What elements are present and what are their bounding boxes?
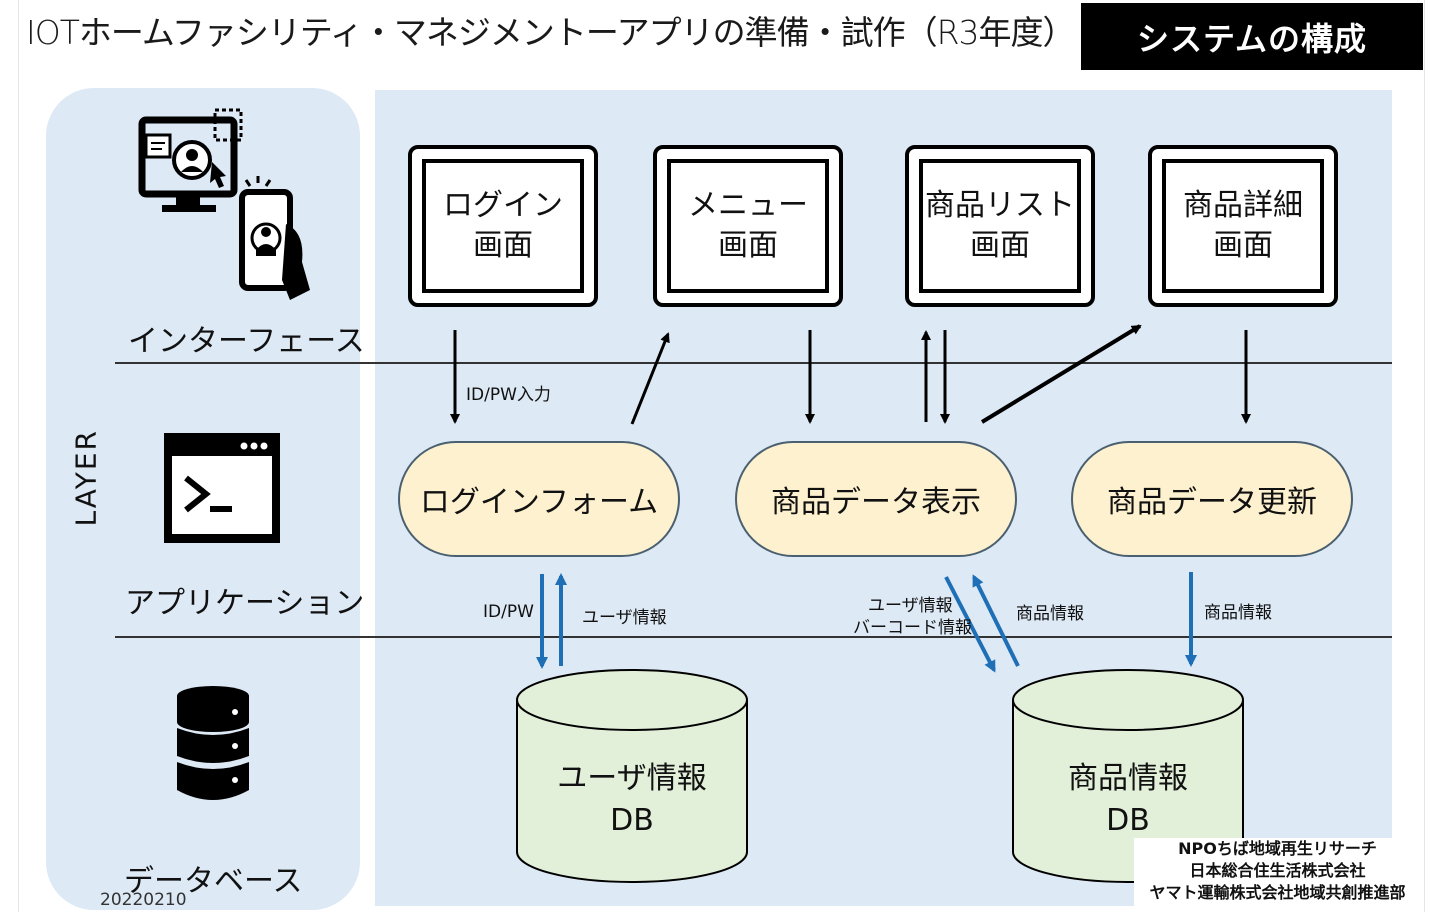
user-db-label: ユーザ情報 DB: [557, 761, 707, 838]
menu-screen: メニュー 画面: [653, 145, 843, 307]
label-barcode-info: バーコード情報: [853, 618, 972, 638]
label-user-info: ユーザ情報: [582, 608, 667, 628]
slide-title: IOTホームファシリティ・マネジメントーアプリの準備・試作（R3年度）: [26, 13, 1076, 52]
credits-box: NPOちば地域再生リサーチ 日本総合住生活株式会社 ヤマト運輸株式会社地域共創推…: [1134, 838, 1421, 910]
product-list-screen: 商品リスト 画面: [905, 145, 1095, 307]
layer-divider-bottom: [115, 636, 1392, 638]
login-form-app: ログインフォーム: [398, 441, 680, 557]
slide-frame: [18, 0, 1425, 912]
arrow-form-to-menu: [630, 332, 670, 425]
section-badge: システムの構成: [1081, 3, 1423, 70]
label-user-info-2: ユーザ情報: [868, 596, 953, 616]
login-screen-label: ログイン 画面: [422, 159, 584, 293]
product-detail-screen: 商品詳細 画面: [1148, 145, 1338, 307]
layer-label-application: アプリケーション: [125, 586, 365, 621]
login-screen: ログイン 画面: [408, 145, 598, 307]
arrow-display-to-detail: [980, 324, 1142, 424]
product-detail-screen-label: 商品詳細 画面: [1162, 159, 1324, 293]
product-display-app: 商品データ表示: [735, 441, 1017, 557]
menu-screen-label: メニュー 画面: [667, 159, 829, 293]
layer-label-database: データベース: [124, 864, 303, 899]
user-db-cylinder: [516, 669, 748, 883]
label-product-info-a: 商品情報: [1016, 604, 1084, 624]
label-id-pw: ID/PW: [483, 602, 534, 622]
interface-devices-icon: [138, 108, 310, 300]
arrow-display-to-product-db: [944, 576, 996, 673]
date-stamp: 20220210: [100, 890, 187, 910]
layer-label-interface: インターフェース: [128, 324, 365, 359]
arrow-product-db-to-display: [972, 574, 1020, 667]
credit-line-1: NPOちば地域再生リサーチ: [1178, 839, 1377, 858]
product-update-app: 商品データ更新: [1071, 441, 1353, 557]
credit-line-3: ヤマト運輸株式会社地域共創推進部: [1149, 883, 1406, 902]
layer-divider-top: [115, 362, 1392, 364]
database-icon: [177, 686, 249, 800]
label-id-pw-input: ID/PW入力: [466, 385, 551, 405]
product-list-screen-label: 商品リスト 画面: [919, 159, 1081, 293]
credit-line-2: 日本総合住生活株式会社: [1189, 861, 1366, 880]
terminal-icon: [164, 433, 280, 543]
product-db-cylinder: [1012, 669, 1244, 883]
product-db-label: 商品情報 DB: [1068, 761, 1188, 838]
label-product-info-b: 商品情報: [1204, 603, 1272, 623]
